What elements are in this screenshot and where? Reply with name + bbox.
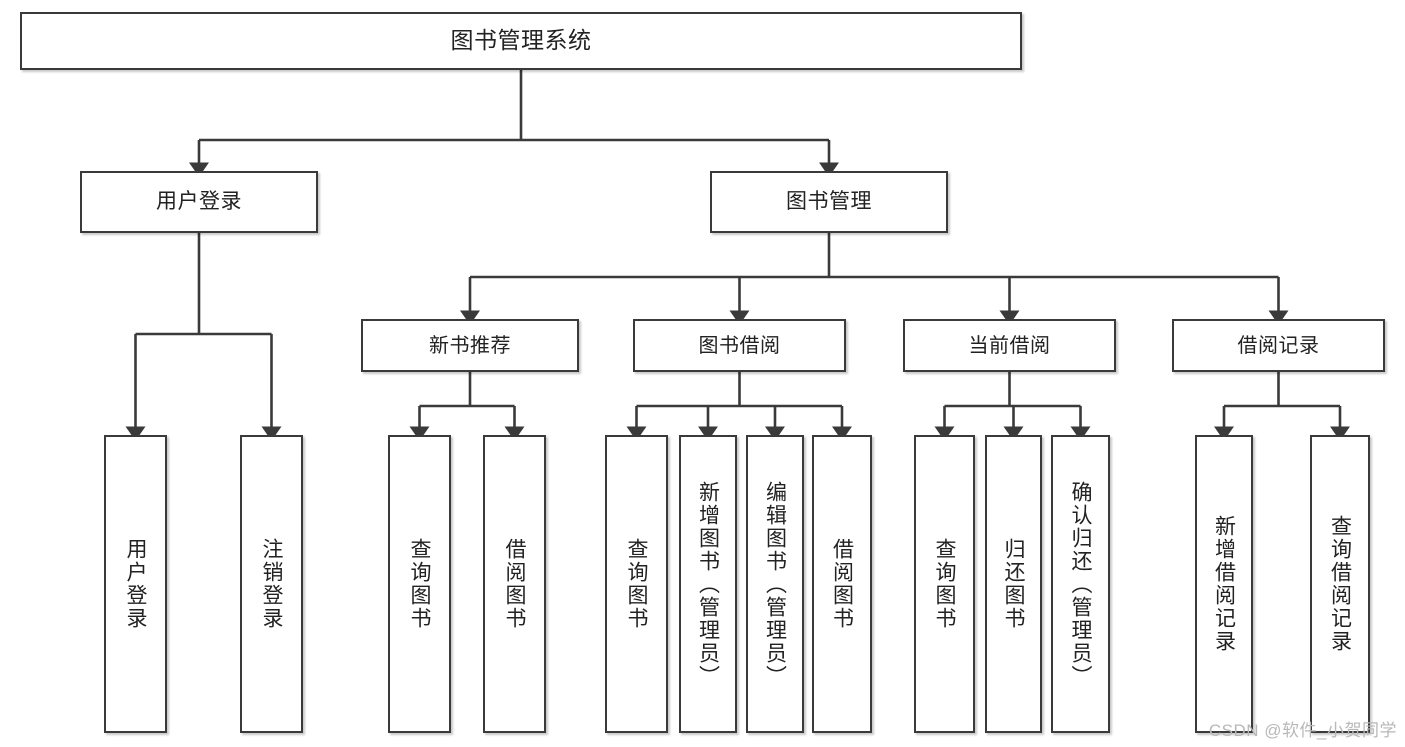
node-leaf-add-book[interactable]: 新增图书（管理员） [679, 435, 737, 733]
node-label: 借阅图书 [503, 538, 526, 630]
node-leaf-return-book[interactable]: 归还图书 [985, 435, 1042, 733]
node-label: 查询图书 [408, 538, 431, 630]
node-leaf-query-book-2[interactable]: 查询图书 [605, 435, 668, 733]
node-leaf-query-record[interactable]: 查询借阅记录 [1310, 435, 1370, 733]
watermark-text: CSDN @软件_小贺同学 [1208, 721, 1397, 740]
node-leaf-user-login[interactable]: 用户登录 [104, 435, 167, 733]
node-root[interactable]: 图书管理系统 [20, 12, 1022, 70]
node-label: 当前借阅 [968, 334, 1051, 357]
node-leaf-user-logout[interactable]: 注销登录 [240, 435, 303, 733]
node-label: 新增借阅记录 [1212, 515, 1236, 653]
node-current-borrow[interactable]: 当前借阅 [903, 319, 1116, 372]
edge-group [125, 70, 1351, 441]
node-label: 查询借阅记录 [1328, 515, 1352, 653]
node-label: 确认归还（管理员） [1069, 480, 1092, 688]
node-label: 图书管理 [786, 190, 872, 214]
node-label: 借阅记录 [1237, 334, 1320, 357]
node-label: 新增图书（管理员） [696, 480, 720, 688]
node-book-manage[interactable]: 图书管理 [710, 171, 948, 233]
node-leaf-query-book-1[interactable]: 查询图书 [388, 435, 451, 733]
node-label: 编辑图书（管理员） [763, 480, 787, 688]
node-label: 借阅图书 [830, 538, 854, 630]
node-new-book-rec[interactable]: 新书推荐 [361, 319, 579, 372]
node-user-login[interactable]: 用户登录 [80, 171, 318, 233]
node-borrow-record[interactable]: 借阅记录 [1172, 319, 1385, 372]
node-leaf-confirm-return[interactable]: 确认归还（管理员） [1051, 435, 1110, 733]
node-leaf-edit-book[interactable]: 编辑图书（管理员） [746, 435, 804, 733]
node-label: 注销登录 [260, 538, 283, 630]
node-leaf-add-record[interactable]: 新增借阅记录 [1195, 435, 1253, 733]
node-label: 用户登录 [124, 538, 147, 630]
node-leaf-borrow-book-2[interactable]: 借阅图书 [812, 435, 872, 733]
node-leaf-borrow-book-1[interactable]: 借阅图书 [483, 435, 546, 733]
node-leaf-query-book-3[interactable]: 查询图书 [914, 435, 975, 733]
node-label: 查询图书 [933, 538, 956, 630]
node-book-borrow[interactable]: 图书借阅 [633, 319, 846, 372]
node-label: 用户登录 [156, 190, 242, 214]
node-label: 归还图书 [1002, 538, 1025, 630]
node-label: 图书管理系统 [450, 27, 592, 54]
node-label: 查询图书 [625, 538, 648, 630]
node-label: 新书推荐 [429, 334, 511, 357]
node-label: 图书借阅 [698, 334, 781, 357]
